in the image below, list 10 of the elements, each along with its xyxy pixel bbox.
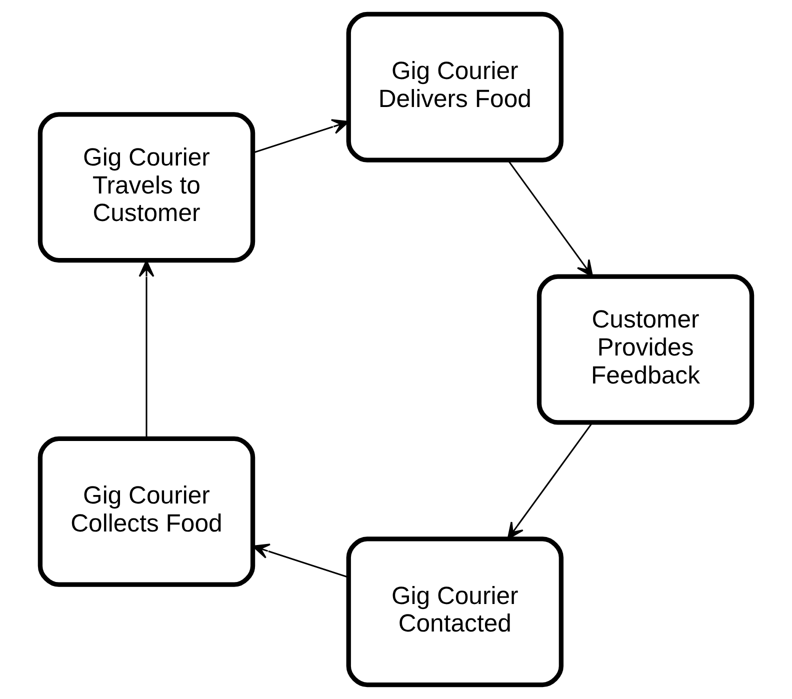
node-box: Customer Provides Feedback: [536, 274, 754, 425]
arrow: [138, 260, 154, 438]
node-box: Gig Courier Delivers Food: [346, 12, 564, 162]
arrow: [507, 422, 594, 540]
arrow: [252, 544, 349, 578]
node-box: Gig Courier Travels to Customer: [38, 112, 256, 263]
arrow: [252, 119, 350, 154]
node-box: Gig Courier Contacted: [346, 536, 564, 688]
arrow: [507, 160, 594, 278]
node-box: Gig Courier Collects Food: [38, 436, 256, 587]
